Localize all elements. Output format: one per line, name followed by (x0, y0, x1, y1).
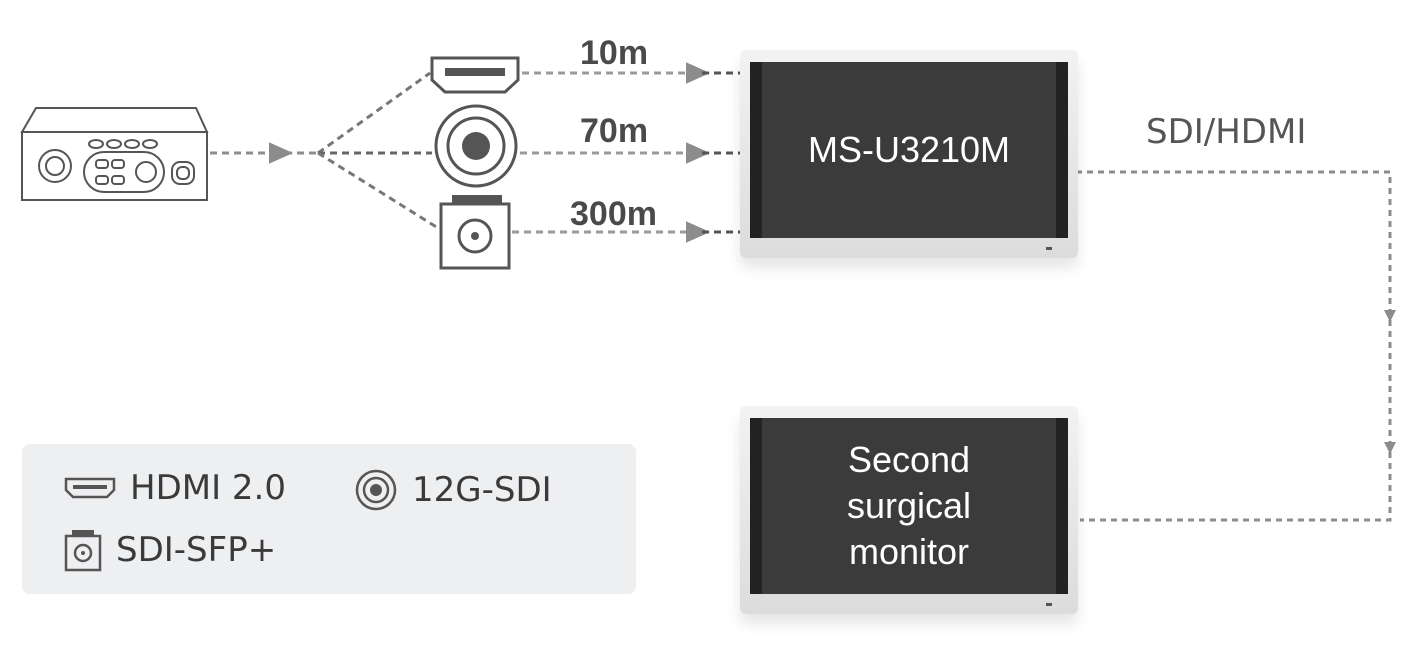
monitor-button (1046, 603, 1052, 606)
hdmi-connector-icon (430, 56, 520, 94)
distance-label-sfp: 300m (570, 195, 657, 233)
legend-panel: HDMI 2.0 12G-SDI SDI-SFP+ (22, 444, 636, 594)
second-monitor-screen: Second surgical monitor (750, 418, 1068, 594)
second-monitor-line-1: Second (847, 439, 971, 480)
device-monitor: MS-U3210M (740, 50, 1078, 258)
device-screen: MS-U3210M (750, 62, 1068, 238)
fanout-sfp (317, 151, 439, 230)
fanout-hdmi (317, 71, 431, 155)
legend-item-12g-sdi: 12G-SDI (354, 468, 552, 512)
coax-icon (355, 469, 397, 511)
hdmi-icon (64, 477, 116, 499)
legend-label-12g-sdi: 12G-SDI (412, 470, 552, 510)
video-source-device (20, 107, 209, 201)
second-monitor-line-2: surgical (846, 485, 972, 526)
sfp-icon (64, 530, 102, 572)
legend-label-hdmi: HDMI 2.0 (130, 468, 286, 508)
output-signal-label: SDI/HDMI (1146, 112, 1307, 152)
second-surgical-monitor: Second surgical monitor (740, 406, 1078, 614)
output-link-line (1076, 170, 1396, 522)
coax-connector-icon (434, 104, 518, 188)
second-monitor-line-3: monitor (848, 531, 970, 572)
legend-label-sfp: SDI-SFP+ (116, 530, 277, 570)
distance-label-hdmi: 10m (580, 34, 649, 72)
legend-item-sfp: SDI-SFP+ (64, 528, 276, 572)
distance-label-sdi: 70m (580, 112, 649, 150)
second-monitor-title: Second surgical monitor (847, 437, 971, 575)
monitor-button (1046, 247, 1052, 250)
legend-item-hdmi: HDMI 2.0 (64, 468, 286, 508)
device-model-name: MS-U3210M (807, 129, 1011, 170)
sfp-connector-icon (439, 195, 511, 270)
